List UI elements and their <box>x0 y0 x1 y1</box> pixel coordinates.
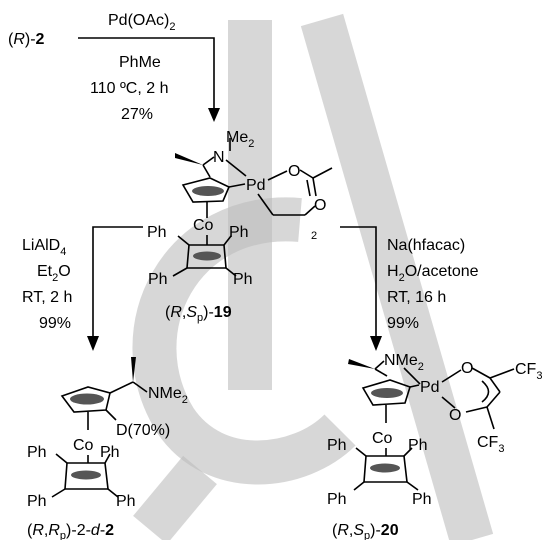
svg-text:O: O <box>449 407 461 424</box>
cb-pi-ellipse <box>370 463 400 473</box>
cp-pi-ellipse <box>70 393 104 405</box>
watermark <box>132 13 494 540</box>
svg-text:Me2: Me2 <box>226 129 254 150</box>
product-left-label: (R,Rp)-2-d-2 <box>27 522 114 540</box>
svg-text:Pd: Pd <box>420 379 440 396</box>
svg-text:27%: 27% <box>121 106 153 123</box>
svg-text:Co: Co <box>73 437 94 454</box>
svg-text:2: 2 <box>311 230 317 242</box>
svg-text:LiAlD4: LiAlD4 <box>22 237 66 258</box>
svg-text:Pd(OAc)2: Pd(OAc)2 <box>108 12 175 33</box>
svg-text:Et2O: Et2O <box>37 263 71 284</box>
svg-text:NMe2: NMe2 <box>384 352 424 373</box>
cp-pi-ellipse <box>192 186 224 196</box>
left-arrowhead <box>87 336 99 351</box>
cp-ring <box>361 379 411 406</box>
svg-text:O: O <box>288 163 300 180</box>
svg-text:(R)-2: (R)-2 <box>8 31 45 48</box>
svg-text:110 ºC, 2 h: 110 ºC, 2 h <box>90 80 168 97</box>
svg-text:Ph: Ph <box>327 437 347 454</box>
svg-text:RT, 2 h: RT, 2 h <box>22 289 72 306</box>
product-left: NMe2 D(70%) Co Ph Ph Ph Ph (R,Rp)-2-d-2 <box>27 357 188 540</box>
svg-text:Co: Co <box>372 430 393 447</box>
step1-conditions: Pd(OAc)2 PhMe 110 ºC, 2 h 27% <box>90 12 175 123</box>
right-arrow <box>340 226 377 340</box>
svg-text:CF3: CF3 <box>515 361 542 382</box>
right-arrowhead <box>370 336 382 351</box>
svg-text:Ph: Ph <box>233 271 253 288</box>
svg-text:Ph: Ph <box>412 491 432 508</box>
right-conditions: Na(hfacac) H2O/acetone RT, 16 h 99% <box>387 237 479 332</box>
cp-pi-ellipse <box>371 388 403 398</box>
svg-text:N: N <box>213 149 225 166</box>
svg-text:Ph: Ph <box>148 271 168 288</box>
svg-text:Ph: Ph <box>100 444 120 461</box>
svg-text:CF3: CF3 <box>477 434 504 455</box>
svg-text:99%: 99% <box>387 315 419 332</box>
svg-text:O: O <box>314 197 326 214</box>
left-arrow <box>92 226 143 340</box>
starting-material-label: (R)-2 <box>8 31 45 48</box>
complex-19-label: (R,Sp)-19 <box>165 304 232 324</box>
complex-19: Me2 N Pd O O 2 Co <box>147 129 333 324</box>
svg-text:Na(hfacac): Na(hfacac) <box>387 237 465 254</box>
svg-text:NMe2: NMe2 <box>148 385 188 406</box>
svg-text:Ph: Ph <box>147 224 167 241</box>
svg-text:Ph: Ph <box>27 444 47 461</box>
svg-text:99%: 99% <box>39 315 71 332</box>
cp-ring <box>181 177 231 203</box>
product-right: NMe2 Pd O O CF3 CF3 Co Ph Ph Ph Ph (R,Sp… <box>327 352 542 540</box>
svg-text:Ph: Ph <box>327 491 347 508</box>
svg-text:Ph: Ph <box>116 493 136 510</box>
cb-pi-ellipse <box>71 470 101 480</box>
svg-text:H2O/acetone: H2O/acetone <box>387 263 479 284</box>
left-conditions: LiAlD4 Et2O RT, 2 h 99% <box>22 237 72 332</box>
cb-pi-ellipse <box>193 251 221 261</box>
product-right-label: (R,Sp)-20 <box>332 522 399 540</box>
svg-text:Ph: Ph <box>27 493 47 510</box>
svg-text:RT, 16 h: RT, 16 h <box>387 289 446 306</box>
svg-text:D(70%): D(70%) <box>116 422 170 439</box>
svg-text:Pd: Pd <box>246 177 266 194</box>
svg-text:PhMe: PhMe <box>119 54 161 71</box>
wedge-bond <box>348 359 375 369</box>
wedge-bond <box>175 153 203 165</box>
step1-arrow <box>78 37 215 112</box>
svg-text:Co: Co <box>193 217 214 234</box>
svg-text:O: O <box>461 360 473 377</box>
step1-arrowhead <box>208 108 220 122</box>
svg-text:Ph: Ph <box>229 224 249 241</box>
wedge-bond <box>131 357 136 382</box>
cp-ring <box>60 386 111 413</box>
svg-text:Ph: Ph <box>408 437 428 454</box>
